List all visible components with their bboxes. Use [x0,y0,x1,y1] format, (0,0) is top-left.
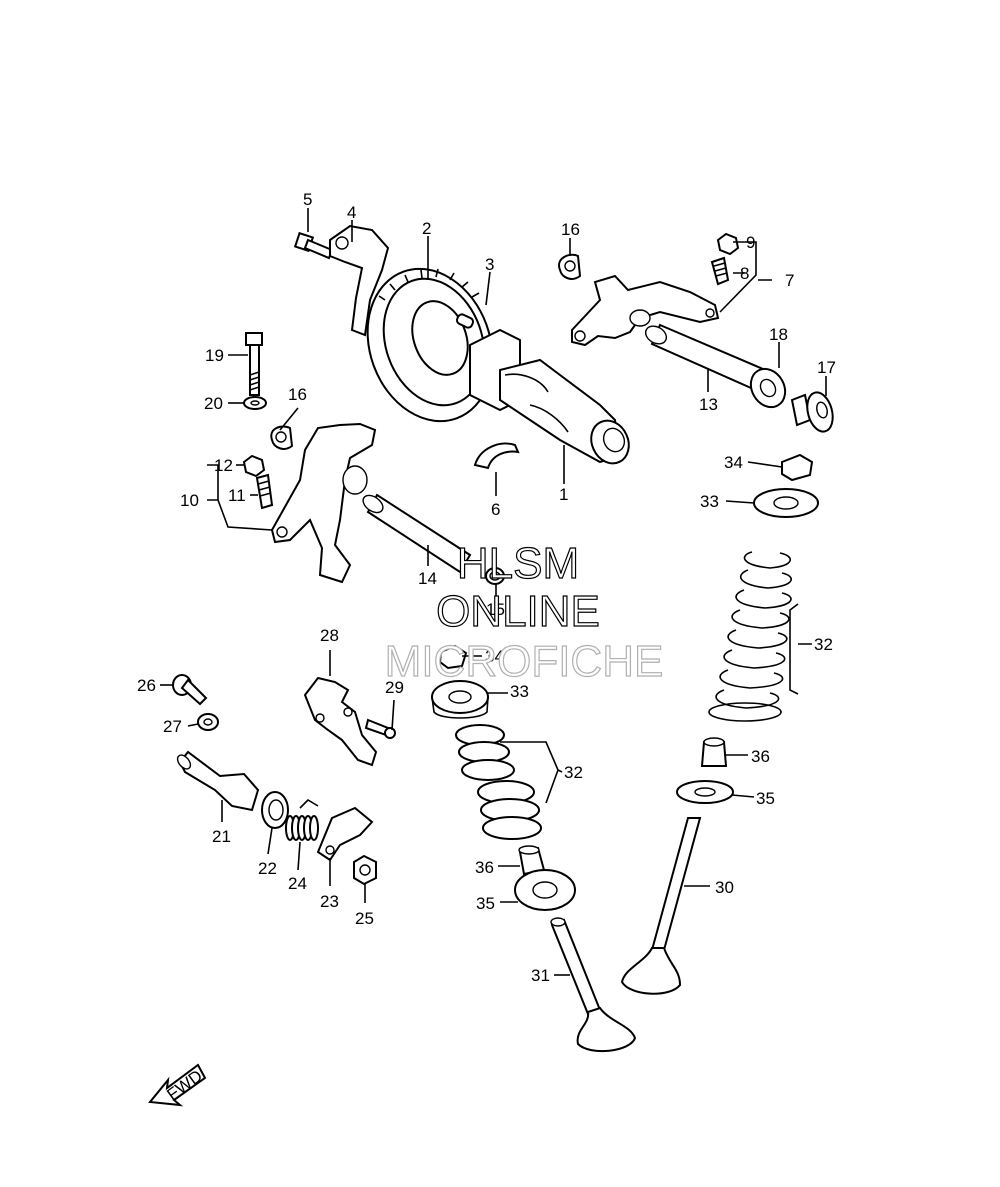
cotter-34-center [438,644,468,670]
bolt-5 [293,231,334,260]
label-23: 23 [320,892,339,911]
shaft-14 [362,493,472,574]
pin-3 [455,313,475,329]
label-12: 12 [214,456,233,475]
rocker-arm-upper [571,274,720,347]
label-6: 6 [491,500,500,519]
seat-35-right [676,780,734,804]
label-31: 31 [531,966,550,985]
o-ring-15 [485,567,505,585]
retainer-33-right [753,488,819,518]
washer-27 [197,713,219,731]
camshaft-1 [469,328,630,465]
label-16-upper: 16 [561,220,580,239]
watermark-line-1: HLSM [457,539,579,588]
rocker-arm-lower [270,422,377,584]
label-26: 26 [137,676,156,695]
label-3: 3 [485,255,494,274]
label-36-right: 36 [751,747,770,766]
seal-36-center [518,845,546,876]
bolt-19 [245,332,263,396]
retainer-33-center [431,680,489,719]
washer-18 [749,367,787,409]
screw-11 [255,473,274,510]
gear-2 [366,267,494,423]
watermark: HLSM ONLINE MICROFICHE [384,538,664,686]
label-15: 15 [486,600,505,619]
shaft-21 [176,750,260,812]
label-9: 9 [746,233,755,252]
label-2: 2 [422,219,431,238]
seat-35-center [514,869,576,911]
label-36-center: 36 [475,858,494,877]
plate-4 [329,224,390,337]
label-18: 18 [769,325,788,344]
bolt-26 [172,674,208,706]
nut-12 [242,454,266,478]
label-32-right: 32 [814,635,833,654]
label-1: 1 [559,485,568,504]
label-21: 21 [212,827,231,846]
label-27: 27 [163,717,182,736]
callout-labels: 5 4 2 3 16 9 8 7 18 17 13 19 20 16 12 11… [137,190,836,985]
bracket-28 [303,676,378,767]
label-4: 4 [347,203,356,222]
nut-9 [716,232,740,256]
spring-24 [285,798,319,841]
label-35-center: 35 [476,894,495,913]
label-25: 25 [355,909,374,928]
label-32-center: 32 [564,763,583,782]
label-10: 10 [180,491,199,510]
label-34-right: 34 [724,453,743,472]
label-22: 22 [258,859,277,878]
watermark-line-2: ONLINE [436,587,600,636]
screw-29 [364,718,396,739]
label-34-center: 34 [485,647,504,666]
oil-seal-22 [261,791,289,829]
washer-20 [243,396,267,410]
label-14: 14 [418,569,437,588]
spring-32-center [455,724,542,840]
label-7: 7 [785,271,794,290]
label-17: 17 [817,358,836,377]
valve-30 [620,817,702,995]
label-29: 29 [385,678,404,697]
cotter-34-right [781,453,814,482]
lever-23 [316,806,374,862]
label-33-center: 33 [510,682,529,701]
label-30: 30 [715,878,734,897]
label-20: 20 [204,394,223,413]
label-35-right: 35 [756,789,775,808]
fwd-arrow-icon [148,1063,207,1107]
nut-25 [353,854,377,886]
label-28: 28 [320,626,339,645]
spring-32-right [708,551,792,722]
watermark-line-3: MICROFICHE [385,637,664,686]
label-5: 5 [303,190,312,209]
label-24: 24 [288,874,307,893]
retainer-6 [473,442,520,470]
label-33-right: 33 [700,492,719,511]
label-8: 8 [740,264,749,283]
label-19: 19 [205,346,224,365]
seal-36-right [700,737,728,767]
screw-8 [710,256,730,286]
pad-16-upper [558,253,582,280]
label-16-lower: 16 [288,385,307,404]
plug-17 [790,391,834,433]
label-11: 11 [228,486,246,505]
leader-lines [160,208,827,976]
label-13: 13 [699,395,718,414]
pad-16-lower [270,425,294,450]
valve-31 [550,917,637,1053]
